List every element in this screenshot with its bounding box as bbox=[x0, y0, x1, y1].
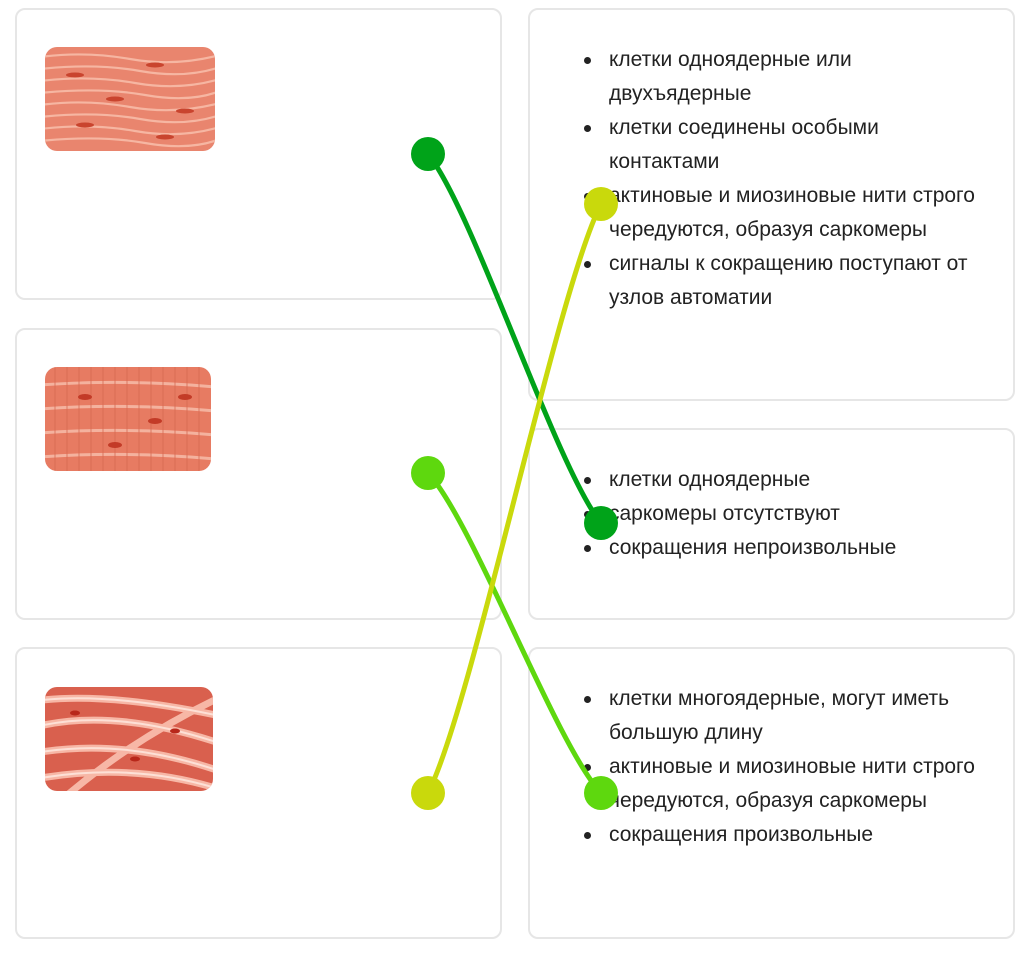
list-item: клетки одноядерные или двухъядерные bbox=[584, 43, 993, 111]
right-card-1-list: клетки одноядерные или двухъядерные клет… bbox=[584, 43, 993, 315]
right-card-1[interactable]: клетки одноядерные или двухъядерные клет… bbox=[528, 8, 1015, 401]
right-card-2-list: клетки одноядерные саркомеры отсутствуют… bbox=[584, 463, 993, 565]
left-card-1[interactable] bbox=[15, 8, 502, 300]
list-item: сокращения непроизвольные bbox=[584, 531, 993, 565]
list-item: клетки одноядерные bbox=[584, 463, 993, 497]
list-item: саркомеры отсутствуют bbox=[584, 497, 993, 531]
cardiac-muscle-tissue-image bbox=[45, 367, 211, 471]
left-card-3[interactable] bbox=[15, 647, 502, 939]
list-item: сокращения произвольные bbox=[584, 818, 993, 852]
left-card-2[interactable] bbox=[15, 328, 502, 620]
list-item: актиновые и миозиновые нити строго черед… bbox=[584, 750, 993, 818]
list-item: клетки многоядерные, могут иметь большую… bbox=[584, 682, 993, 750]
right-card-3[interactable]: клетки многоядерные, могут иметь большую… bbox=[528, 647, 1015, 939]
list-item: клетки соединены особыми контактами bbox=[584, 111, 993, 179]
skeletal-muscle-tissue-image bbox=[45, 687, 213, 791]
list-item: актиновые и миозиновые нити строго черед… bbox=[584, 179, 993, 247]
list-item: сигналы к сокращению поступают от узлов … bbox=[584, 247, 993, 315]
right-card-3-list: клетки многоядерные, могут иметь большую… bbox=[584, 682, 993, 852]
right-card-2[interactable]: клетки одноядерные саркомеры отсутствуют… bbox=[528, 428, 1015, 620]
smooth-muscle-tissue-image bbox=[45, 47, 215, 151]
